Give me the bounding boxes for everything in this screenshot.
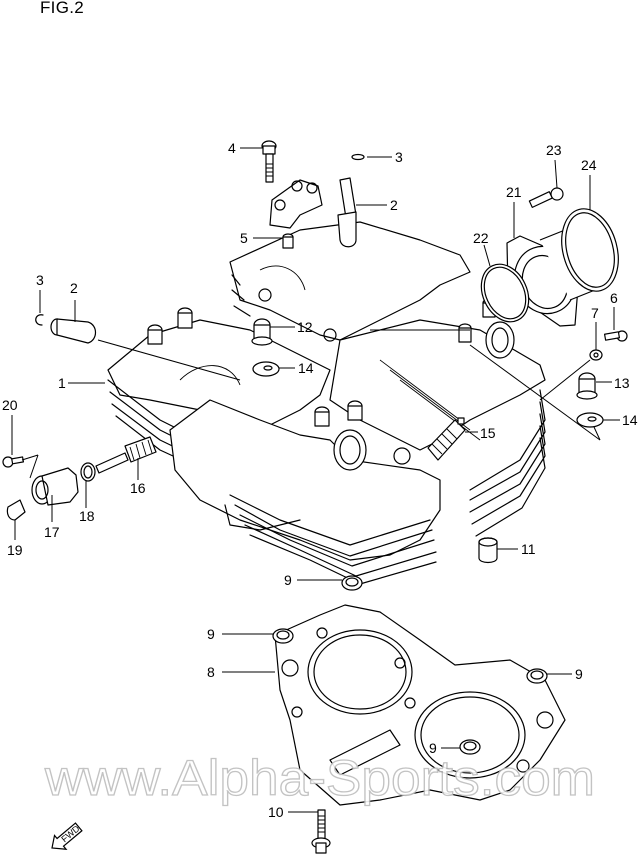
callout-8: 8 [207, 664, 215, 680]
callout-2-upper: 2 [390, 197, 398, 213]
callout-6: 6 [610, 290, 618, 306]
part-cap-19[interactable] [6, 499, 26, 521]
callout-18: 18 [79, 508, 95, 524]
part-dowel-9c[interactable] [526, 668, 548, 684]
part-gear-housing[interactable] [31, 467, 79, 506]
callout-16: 16 [130, 480, 146, 496]
part-head-gasket[interactable] [274, 604, 566, 806]
part-tach-gear[interactable] [95, 436, 157, 474]
fwd-arrow-icon: FWD [51, 822, 83, 850]
part-rocker-holder[interactable] [269, 179, 323, 229]
callout-1: 1 [58, 375, 66, 391]
callout-10: 10 [268, 804, 284, 820]
part-washer-14a[interactable] [252, 361, 280, 377]
part-dowel-9d[interactable] [459, 739, 481, 755]
part-clamp-24[interactable] [553, 202, 627, 297]
part-dowel-9b[interactable] [272, 628, 294, 644]
callout-2-left: 2 [70, 280, 78, 296]
watermark-text: www.Alpha-Sports.com [44, 750, 595, 806]
part-cap-nut-12[interactable] [251, 318, 273, 346]
part-washer-14b[interactable] [576, 412, 604, 428]
part-washer-7[interactable] [589, 349, 603, 361]
callout-20: 20 [2, 397, 18, 413]
callout-labels: 4 3 2 5 3 2 1 12 14 23 24 21 22 7 6 13 1… [2, 140, 638, 820]
part-dowel-9a[interactable] [341, 575, 363, 591]
callout-21: 21 [506, 184, 522, 200]
part-cap-nut-13[interactable] [576, 372, 598, 400]
callout-24: 24 [581, 157, 597, 173]
part-dowel-11[interactable] [478, 537, 498, 564]
callout-22: 22 [473, 230, 489, 246]
callout-12: 12 [297, 319, 313, 335]
callout-14-right: 14 [622, 412, 638, 428]
callout-9-b: 9 [207, 626, 215, 642]
cylinder-head[interactable] [107, 221, 546, 585]
part-clip-left[interactable] [35, 314, 44, 326]
callout-23: 23 [546, 142, 562, 158]
callout-4: 4 [228, 140, 236, 156]
part-screw-23[interactable] [528, 187, 564, 208]
callout-11: 11 [521, 541, 536, 557]
callout-17: 17 [44, 524, 60, 540]
part-spark-plug[interactable] [427, 417, 466, 461]
part-o-ring-18[interactable] [80, 462, 96, 482]
part-valve-guide-left[interactable] [50, 318, 97, 344]
callout-7: 7 [591, 305, 599, 321]
part-bolt-4[interactable] [261, 140, 277, 183]
part-clip-upper[interactable] [351, 153, 365, 161]
callout-9-a: 9 [284, 572, 292, 588]
part-screw-20[interactable] [2, 456, 25, 468]
callout-9-d: 9 [429, 740, 437, 756]
callout-5: 5 [240, 230, 248, 246]
part-bolt-6[interactable] [603, 330, 628, 342]
part-dowel-5[interactable] [282, 233, 294, 249]
callout-13: 13 [614, 375, 630, 391]
callout-19: 19 [7, 542, 23, 558]
part-o-ring-22[interactable] [472, 257, 537, 330]
part-valve-guide-upper[interactable] [337, 177, 357, 248]
callout-3-upper: 3 [395, 149, 403, 165]
callout-15: 15 [480, 425, 496, 441]
figure-title: FIG.2 [40, 0, 85, 17]
callout-14-left: 14 [298, 360, 314, 376]
leader-lines [11, 147, 620, 813]
part-bolt-10[interactable] [311, 809, 331, 854]
callout-9-c: 9 [575, 666, 583, 682]
callout-3-left: 3 [36, 272, 44, 288]
